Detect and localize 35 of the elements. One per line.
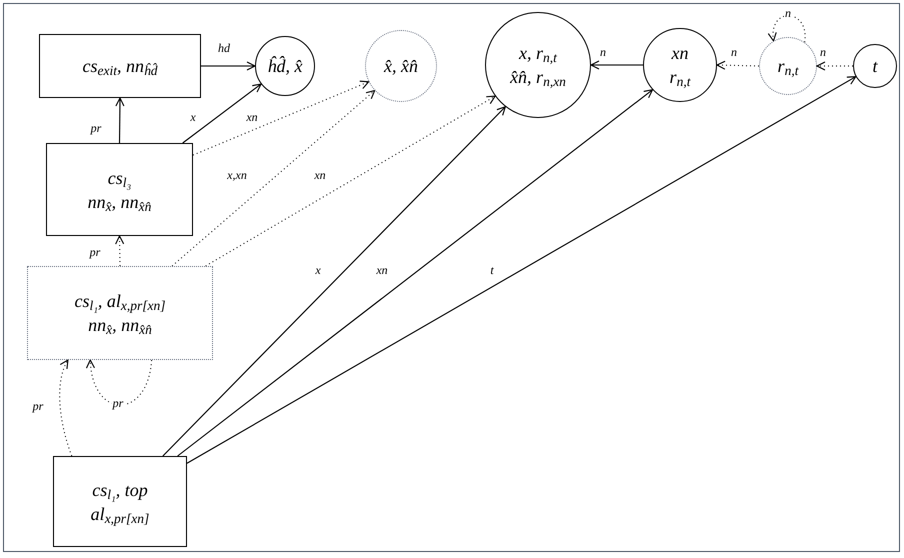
arrow bbox=[115, 97, 124, 143]
arrow bbox=[590, 60, 643, 70]
arrow bbox=[201, 61, 256, 71]
arrow bbox=[182, 84, 262, 144]
math-label: x̂, x̂n̂ bbox=[384, 55, 418, 77]
math-label: r$_{n,t}$ bbox=[670, 66, 690, 88]
math-label: nn$_{x̂}$, nn$_{x̂n̂}$ bbox=[88, 190, 152, 212]
math-label: cs$_{l₁}$, al$_{x,pr[xn]}$ bbox=[74, 290, 166, 312]
state-box bbox=[53, 456, 187, 547]
arrow bbox=[186, 76, 856, 464]
state-box bbox=[46, 143, 193, 236]
arrow bbox=[162, 106, 506, 456]
dotted-arrow bbox=[768, 15, 806, 43]
dotted-arrow bbox=[192, 80, 370, 156]
state-box bbox=[39, 34, 201, 98]
math-label: al$_{x,pr[xn]}$ bbox=[90, 502, 150, 524]
dotted-arrow bbox=[205, 96, 496, 266]
math-label: xn bbox=[672, 42, 688, 64]
math-label: cs$_{l₃}$ bbox=[108, 166, 132, 188]
math-label: r$_{n,t}$ bbox=[778, 55, 798, 77]
arrow bbox=[177, 89, 654, 456]
math-label: cs$_{l₁}$, top bbox=[92, 478, 148, 500]
dotted-arrow bbox=[86, 359, 152, 406]
math-label: x̂n̂, r$_{n,xn}$ bbox=[510, 66, 566, 88]
dotted-arrow bbox=[172, 90, 376, 266]
dotted-arrow bbox=[59, 359, 72, 456]
state-box bbox=[27, 266, 213, 360]
math-label: t bbox=[872, 55, 878, 77]
math-label: nn$_{x̂}$, nn$_{x̂n̂}$ bbox=[88, 314, 152, 336]
dotted-arrow bbox=[115, 235, 124, 266]
math-label: ĥd̂, x̂ bbox=[268, 55, 302, 77]
math-label: x, r$_{n,t}$ bbox=[519, 42, 557, 64]
edge-label: hd bbox=[217, 41, 231, 55]
dotted-arrow bbox=[816, 61, 854, 71]
dotted-arrow bbox=[716, 60, 760, 70]
